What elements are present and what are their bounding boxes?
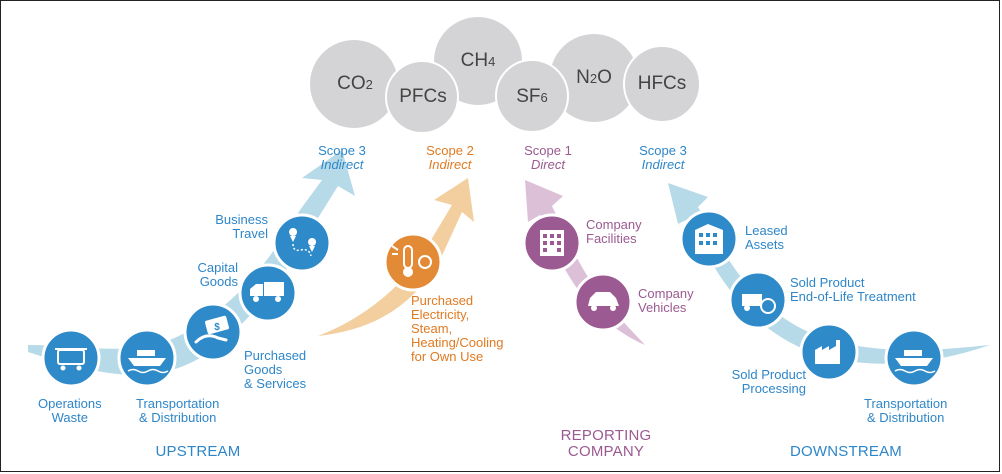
thermometer-plug-icon: [383, 232, 443, 292]
pfcs-bubble: [385, 60, 459, 134]
money-hand-icon: $: [183, 302, 243, 362]
office-building-icon: [679, 209, 739, 269]
gas-label-co2: CO2: [337, 73, 373, 94]
purchased-electricity-label: Purchased Electricity, Steam, Heating/Co…: [411, 293, 504, 364]
truck-icon: [238, 263, 298, 323]
gas-bubbles: [310, 17, 701, 134]
sold-product-processing-label: Sold Product Processing: [731, 367, 806, 396]
operations-waste-label: Operations Waste: [38, 396, 102, 425]
ship-icon: [884, 328, 944, 388]
sf6-bubble: [495, 59, 569, 133]
upstream-icons: $: [41, 213, 332, 388]
gas-label-ch4: CH4: [460, 50, 496, 71]
building-icon: [522, 213, 582, 273]
gas-label-pfcs: PFCs: [399, 86, 447, 107]
downstream-arrow: [668, 183, 990, 364]
downstream-section-label: DOWNSTREAM: [790, 443, 902, 460]
gas-label-n2o: N2O: [576, 67, 612, 88]
svg-text:$: $: [214, 322, 220, 333]
upstream-transportation-label: Transportation & Distribution: [136, 396, 220, 425]
factory-icon: [799, 322, 859, 382]
recycle-truck-icon: [728, 270, 788, 330]
purchased-goods-label: Purchased Goods & Services: [244, 348, 307, 391]
downstream-icons: [679, 209, 944, 388]
company-vehicles-label: Company Vehicles: [638, 286, 694, 315]
ship-icon: [117, 328, 177, 388]
car-icon: [573, 272, 633, 332]
downstream-transportation-label: Transportation & Distribution: [864, 396, 948, 425]
scope1-icons: [522, 213, 633, 332]
company-facilities-label: Company Facilities: [586, 217, 642, 246]
reporting-company-section-label: REPORTING COMPANY: [560, 427, 652, 460]
n2o-bubble: [550, 34, 638, 122]
capital-goods-label: Capital Goods: [197, 260, 238, 289]
route-pin-icon: [272, 213, 332, 273]
leased-assets-label: Leased Assets: [745, 223, 788, 252]
business-travel-label: Business Travel: [215, 212, 268, 241]
gas-label-sf6: SF6: [516, 86, 548, 107]
gas-label-hfcs: HFCs: [637, 73, 687, 94]
dumpster-icon: [41, 328, 101, 388]
hfcs-bubble: [623, 45, 701, 123]
scope2-arrow: [318, 178, 474, 336]
upstream-section-label: UPSTREAM: [155, 443, 241, 460]
end-of-life-label: Sold Product End-of-Life Treatment: [790, 275, 916, 304]
co2-bubble: [310, 40, 398, 128]
